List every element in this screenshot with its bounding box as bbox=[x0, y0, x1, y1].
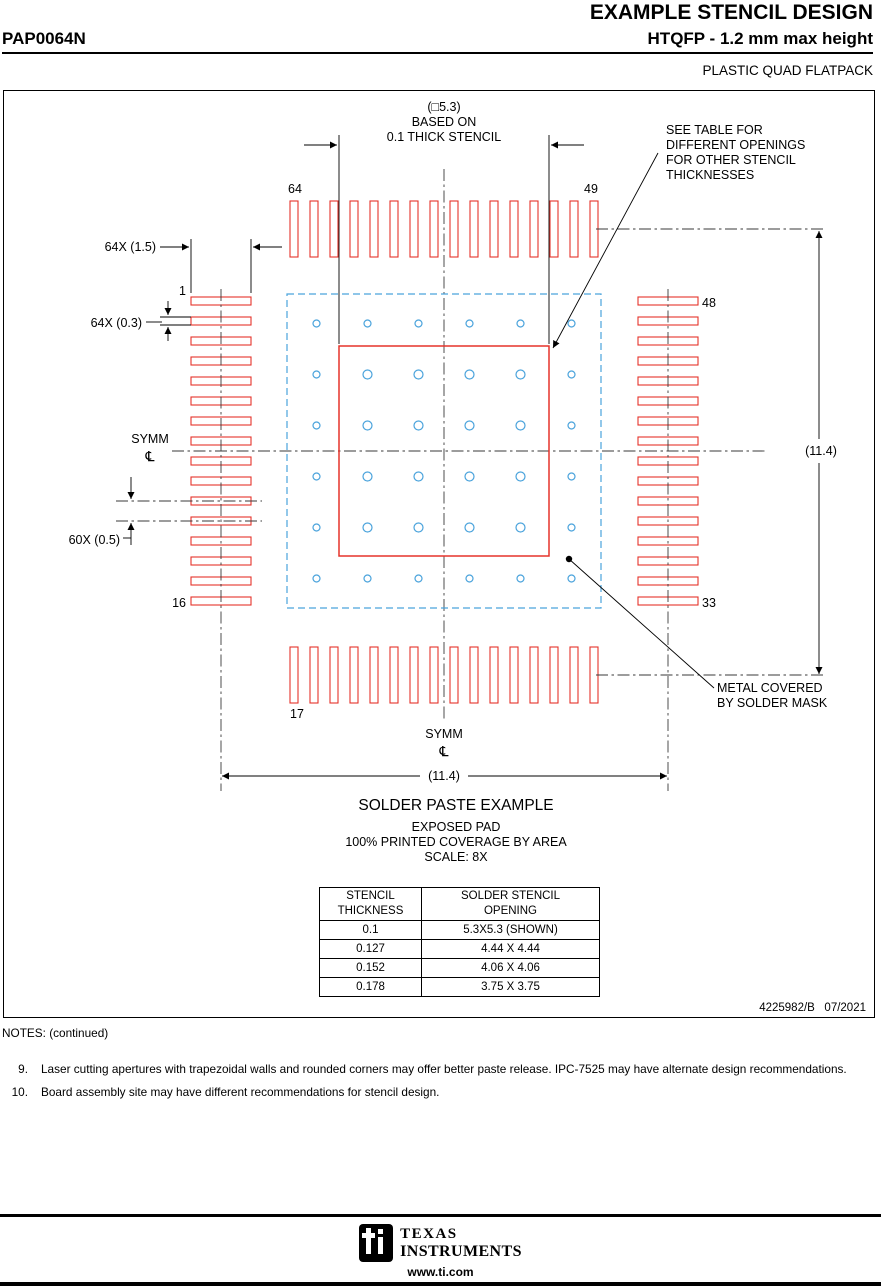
part-number: PAP0064N bbox=[2, 29, 86, 49]
note-item: 9. Laser cutting apertures with trapezoi… bbox=[2, 1062, 878, 1078]
table-row: 0.1 5.3X5.3 (SHOWN) bbox=[319, 920, 600, 940]
cell-opening: 5.3X5.3 (SHOWN) bbox=[421, 920, 600, 940]
stencil-opening-square bbox=[338, 345, 550, 557]
page-header: EXAMPLE STENCIL DESIGN PAP0064N HTQFP - … bbox=[0, 0, 881, 78]
package-height-desc: HTQFP - 1.2 mm max height bbox=[647, 29, 873, 49]
label-symm-bottom: SYMM bbox=[425, 727, 463, 741]
col-header-line: SOLDER STENCIL bbox=[460, 890, 561, 903]
label-body-height-dim: (11.4) bbox=[805, 444, 837, 458]
label-body-width-dim: (11.4) bbox=[428, 769, 460, 783]
label-pin-33: 33 bbox=[702, 596, 716, 610]
ti-logo: TEXAS INSTRUMENTS bbox=[0, 1224, 881, 1262]
label-see-table-4: THICKNESSES bbox=[666, 168, 754, 182]
note-text: Laser cutting apertures with trapezoidal… bbox=[41, 1062, 847, 1076]
label-pad-length-dim: 64X (1.5) bbox=[105, 240, 156, 254]
label-pitch-dim: 60X (0.5) bbox=[69, 533, 120, 547]
caption-coverage: 100% PRINTED COVERAGE BY AREA bbox=[345, 835, 567, 849]
cell-thickness: 0.178 bbox=[319, 977, 422, 997]
cell-opening: 4.06 X 4.06 bbox=[421, 958, 600, 978]
col-header-solder-stencil-opening: SOLDER STENCIL OPENING bbox=[421, 887, 600, 921]
paste-via-circles bbox=[312, 319, 576, 583]
drawing-labels: (□5.3) BASED ON 0.1 THICK STENCIL SEE TA… bbox=[69, 100, 837, 783]
note-text: Board assembly site may have different r… bbox=[41, 1084, 440, 1099]
package-type: PLASTIC QUAD FLATPACK bbox=[702, 63, 873, 79]
caption-scale: SCALE: 8X bbox=[424, 850, 488, 864]
label-pad-width-dim: 64X (0.3) bbox=[91, 316, 142, 330]
label-pin-64: 64 bbox=[288, 182, 302, 196]
note-number: 9. bbox=[18, 1062, 28, 1076]
footer-rule bbox=[0, 1214, 881, 1217]
label-pin-17: 17 bbox=[290, 707, 304, 721]
col-header-line: OPENING bbox=[483, 905, 538, 917]
solder-mask-outline bbox=[286, 293, 602, 609]
header-rule bbox=[2, 52, 873, 55]
ti-logo-icon bbox=[359, 1224, 394, 1262]
header-subrow: PAP0064N HTQFP - 1.2 mm max height bbox=[2, 29, 873, 49]
col-header-line: STENCIL bbox=[346, 890, 395, 903]
dimension-lines bbox=[123, 135, 823, 780]
cell-thickness: 0.1 bbox=[319, 920, 422, 940]
label-symm-left: SYMM bbox=[131, 432, 169, 446]
notes-heading: NOTES: (continued) bbox=[2, 1026, 109, 1040]
drawing-caption: SOLDER PASTE EXAMPLE EXPOSED PAD 100% PR… bbox=[21, 797, 881, 865]
table-row: 0.178 3.75 X 3.75 bbox=[319, 977, 600, 997]
cell-opening: 3.75 X 3.75 bbox=[421, 977, 600, 997]
cell-thickness: 0.152 bbox=[319, 958, 422, 978]
label-see-table-3: FOR OTHER STENCIL bbox=[666, 153, 796, 167]
pads-bottom bbox=[289, 646, 599, 704]
label-pin-49: 49 bbox=[584, 182, 598, 196]
table-header-row: STENCIL THICKNESS SOLDER STENCIL OPENING bbox=[319, 887, 600, 921]
note-number: 10. bbox=[11, 1084, 28, 1099]
brand-text: TEXAS INSTRUMENTS bbox=[400, 1225, 522, 1260]
notes-section: NOTES: (continued) 9. Laser cutting aper… bbox=[2, 1026, 878, 1108]
label-thick-stencil: 0.1 THICK STENCIL bbox=[387, 130, 501, 144]
label-based-on: BASED ON bbox=[412, 115, 477, 129]
label-see-table-1: SEE TABLE FOR bbox=[666, 123, 763, 137]
centerline-symbol-left: ℄ bbox=[145, 448, 155, 464]
brand-instruments: INSTRUMENTS bbox=[400, 1242, 522, 1260]
table-row: 0.127 4.44 X 4.44 bbox=[319, 939, 600, 959]
label-pin-1: 1 bbox=[179, 284, 186, 298]
caption-exposed-pad: EXPOSED PAD bbox=[411, 820, 501, 834]
stencil-drawing: (□5.3) BASED ON 0.1 THICK STENCIL SEE TA… bbox=[69, 100, 837, 791]
label-metal-covered-2: BY SOLDER MASK bbox=[717, 696, 828, 710]
col-header-stencil-thickness: STENCIL THICKNESS bbox=[319, 887, 422, 921]
note-item: 10. Board assembly site may have differe… bbox=[2, 1085, 878, 1101]
label-see-table-2: DIFFERENT OPENINGS bbox=[666, 138, 805, 152]
pads-top bbox=[289, 200, 599, 258]
label-pin-48: 48 bbox=[702, 296, 716, 310]
stencil-opening-table: STENCIL THICKNESS SOLDER STENCIL OPENING… bbox=[319, 887, 600, 997]
leader-dot bbox=[565, 555, 573, 563]
page-title: EXAMPLE STENCIL DESIGN bbox=[589, 1, 873, 24]
bottom-border-bar bbox=[0, 1282, 881, 1286]
label-stencil-square-dim: (□5.3) bbox=[427, 100, 460, 114]
col-header-line: THICKNESS bbox=[337, 905, 404, 917]
cell-thickness: 0.127 bbox=[319, 939, 422, 959]
brand-texas: TEXAS bbox=[400, 1225, 458, 1242]
ti-website-link[interactable]: www.ti.com bbox=[407, 1265, 474, 1279]
centerlines bbox=[116, 169, 826, 791]
label-pin-16: 16 bbox=[172, 596, 186, 610]
label-metal-covered-1: METAL COVERED bbox=[717, 681, 823, 695]
centerline-symbol-bottom: ℄ bbox=[439, 743, 449, 759]
document-number: 4225982/B 07/2021 bbox=[759, 1002, 866, 1014]
page-footer: TEXAS INSTRUMENTS www.ti.com bbox=[0, 1214, 881, 1279]
caption-title: SOLDER PASTE EXAMPLE bbox=[358, 797, 554, 814]
cell-opening: 4.44 X 4.44 bbox=[421, 939, 600, 959]
drawing-frame: (□5.3) BASED ON 0.1 THICK STENCIL SEE TA… bbox=[3, 90, 875, 1018]
table-row: 0.152 4.06 X 4.06 bbox=[319, 958, 600, 978]
